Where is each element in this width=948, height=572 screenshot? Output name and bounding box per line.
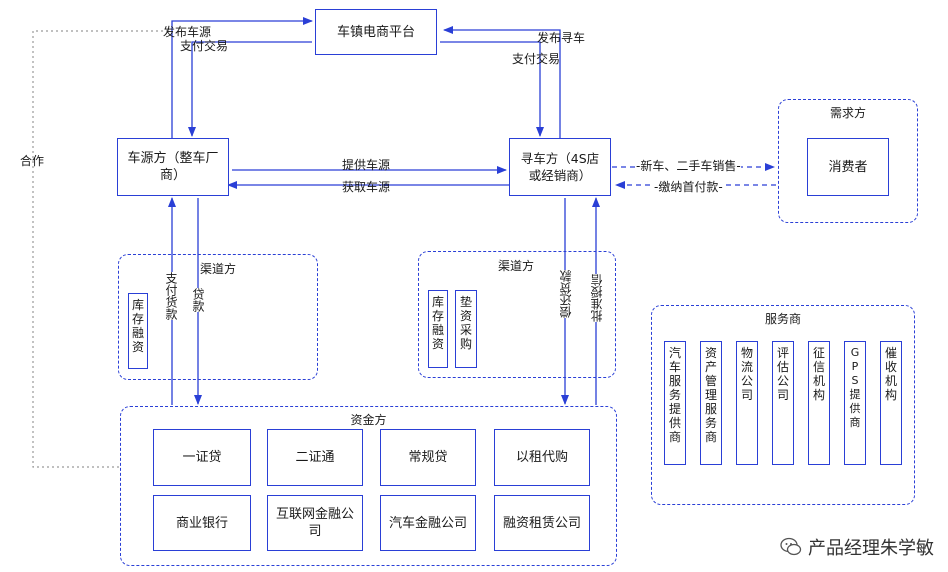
get-supply-label: 获取车源 [342, 180, 391, 194]
demand-node: 寻车方（4S店或经销商） [509, 138, 611, 196]
service-item-4: 征信机构 [808, 341, 830, 465]
channel-left-title: 渠道方 [200, 262, 237, 276]
funding-item-3: 以租代购 [494, 429, 590, 486]
funding-group [120, 406, 617, 566]
sell-cars-label: -新车、二手车销售- [636, 157, 741, 174]
left-inventory-finance: 库存融资 [128, 293, 148, 369]
advance-purchase: 垫资采购 [455, 290, 477, 368]
channel-right-title: 渠道方 [498, 259, 535, 273]
service-item-6: 催收机构 [880, 341, 902, 465]
provide-supply-label: 提供车源 [342, 158, 391, 172]
platform-node: 车镇电商平台 [315, 9, 437, 55]
service-item-5: GPS提供商 [844, 341, 866, 465]
funding-item-6: 汽车金融公司 [380, 495, 476, 551]
pay-left-arrow [188, 41, 312, 137]
pay-left-label: 支付交易 [180, 39, 229, 53]
funding-item-1: 二证通 [267, 429, 363, 486]
pay-right-label: 支付交易 [512, 52, 561, 66]
watermark: 产品经理朱学敏 [780, 534, 934, 560]
pay-right-arrow [440, 41, 544, 137]
service-item-1: 资产管理服务商 [700, 341, 722, 465]
right-inventory-finance: 库存融资 [428, 290, 448, 368]
wechat-icon [780, 537, 802, 556]
service-item-2: 物流公司 [736, 341, 758, 465]
funding-item-4: 商业银行 [153, 495, 251, 551]
watermark-text: 产品经理朱学敏 [808, 538, 934, 559]
publish-supply-arrow [171, 17, 313, 140]
channel-right-group [418, 251, 616, 378]
down-payment-label: -缴纳首付款- [654, 178, 723, 195]
funding-item-0: 一证贷 [153, 429, 251, 486]
publish-demand-arrow [443, 26, 561, 140]
funding-item-2: 常规贷 [380, 429, 476, 486]
services-group [651, 305, 915, 505]
funding-item-5: 互联网金融公司 [267, 495, 363, 551]
service-item-0: 汽车服务提供商 [664, 341, 686, 465]
pay-goods-label: 支付货款 [163, 272, 180, 320]
approve-credit-label: 批准授信 [588, 274, 605, 322]
funding-item-7: 融资租赁公司 [494, 495, 590, 551]
supply-node: 车源方（整车厂商） [117, 138, 229, 196]
cooperate-label: 合作 [20, 154, 45, 168]
cooperate-line [32, 30, 168, 468]
loan-left-label: 贷款 [190, 288, 207, 312]
funding-title: 资金方 [350, 413, 387, 427]
consumer-node: 消费者 [807, 138, 889, 196]
repay-label: 偿还贷款 [557, 270, 574, 318]
channel-left-group [118, 254, 318, 380]
demand-side-title: 需求方 [829, 106, 866, 120]
publish-demand-label: 发布寻车 [537, 31, 586, 45]
services-title: 服务商 [764, 312, 801, 326]
demand-side-group [778, 99, 918, 223]
publish-supply-label: 发布车源 [163, 25, 212, 39]
service-item-3: 评估公司 [772, 341, 794, 465]
